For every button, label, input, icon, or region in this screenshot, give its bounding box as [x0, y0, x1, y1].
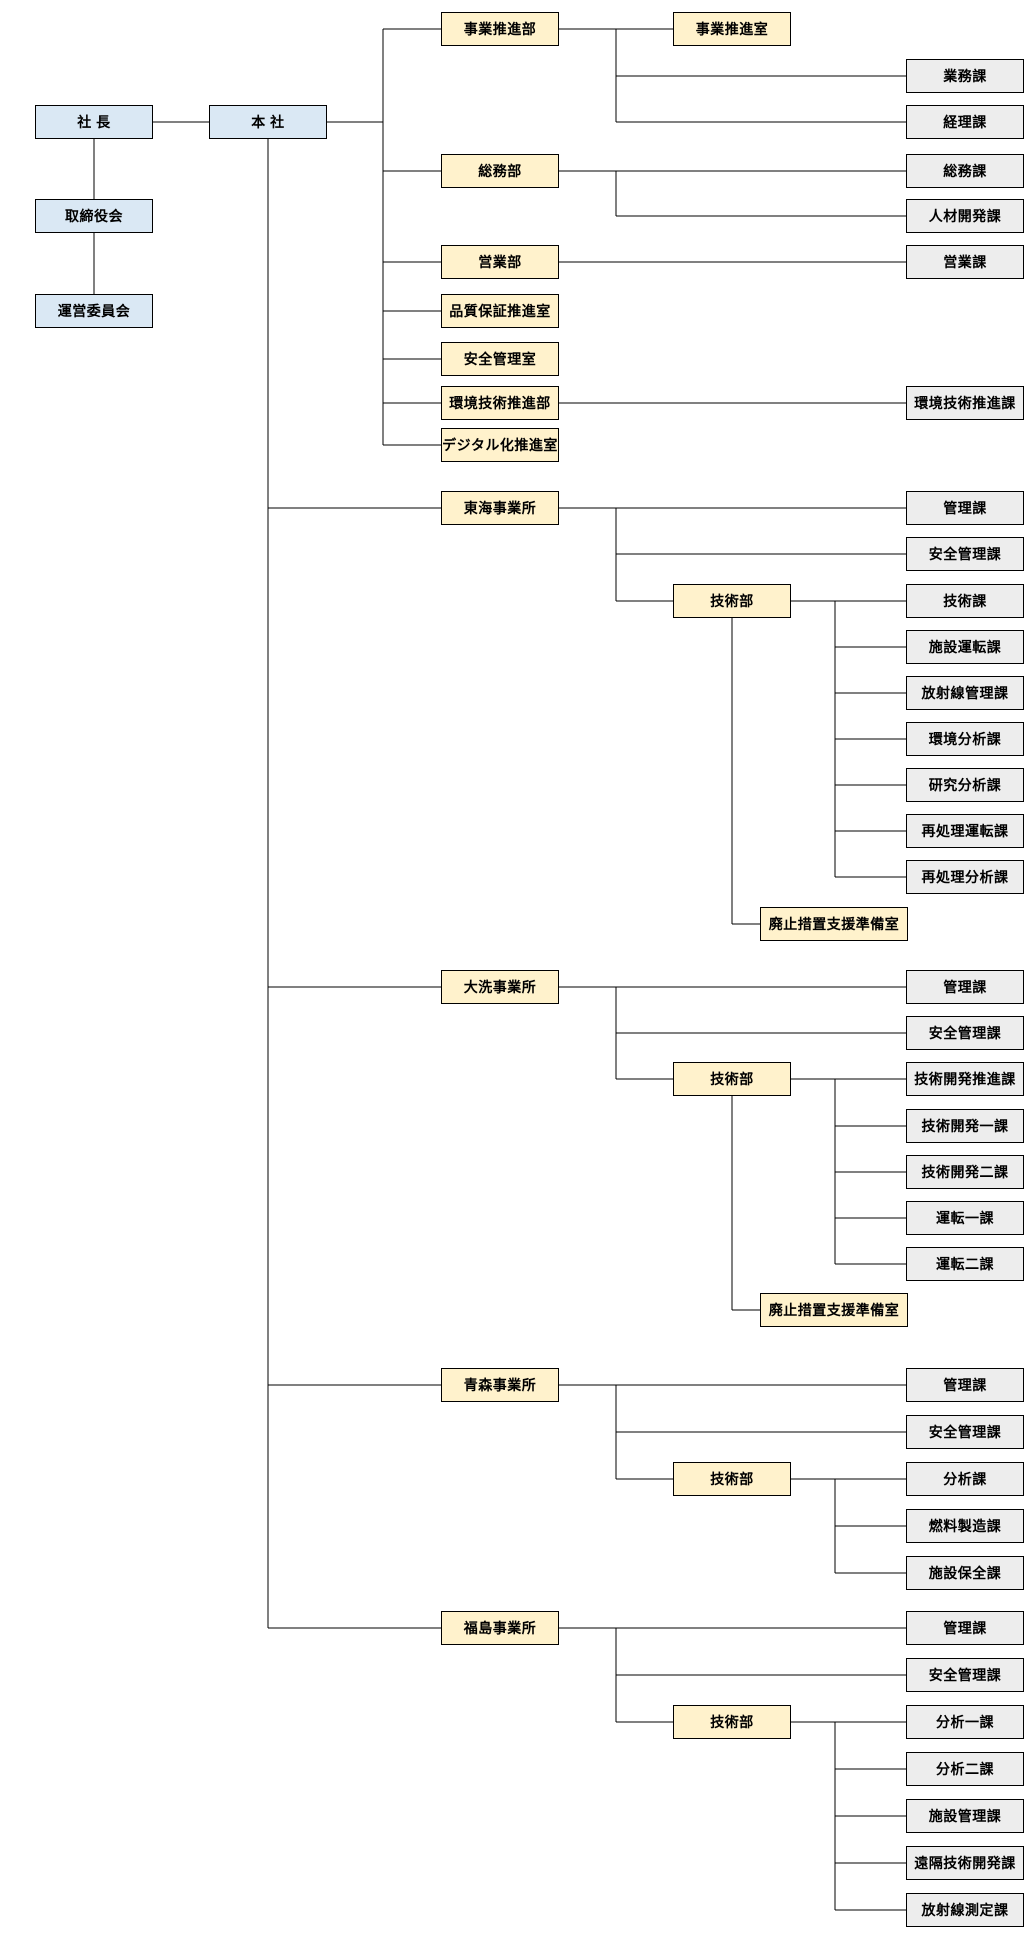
org-node-president: 社 長 [35, 105, 153, 139]
org-node-head-office: 本 社 [209, 105, 327, 139]
org-node-section: 管理課 [906, 970, 1024, 1004]
org-node-section: 分析一課 [906, 1705, 1024, 1739]
org-node-section: 安全管理課 [906, 1658, 1024, 1692]
org-node-section: 環境分析課 [906, 722, 1024, 756]
org-node-section: 運転一課 [906, 1201, 1024, 1235]
org-node-section: 総務課 [906, 154, 1024, 188]
org-node-quality-assurance-office: 品質保証推進室 [441, 294, 559, 328]
org-node-tokai-engineering-dept: 技術部 [673, 584, 791, 618]
org-node-section: 営業課 [906, 245, 1024, 279]
org-node-section: 研究分析課 [906, 768, 1024, 802]
org-node-section: 経理課 [906, 105, 1024, 139]
org-node-section: 技術課 [906, 584, 1024, 618]
org-node-digitalization-office: デジタル化推進室 [441, 428, 559, 462]
org-node-decommissioning-office: 廃止措置支援準備室 [760, 1293, 908, 1327]
org-node-section: 分析二課 [906, 1752, 1024, 1786]
org-node-section: 安全管理課 [906, 1016, 1024, 1050]
org-node-steering-committee: 運営委員会 [35, 294, 153, 328]
org-node-section: 管理課 [906, 491, 1024, 525]
org-node-section: 技術開発推進課 [906, 1062, 1024, 1096]
org-node-sales-dept: 営業部 [441, 245, 559, 279]
org-node-section: 人材開発課 [906, 199, 1024, 233]
org-node-tokai-site: 東海事業所 [441, 491, 559, 525]
org-node-business-promotion-office: 事業推進室 [673, 12, 791, 46]
org-node-fukushima-site: 福島事業所 [441, 1611, 559, 1645]
org-node-general-affairs-dept: 総務部 [441, 154, 559, 188]
connector-path [93, 28, 906, 1911]
org-node-decommissioning-office: 廃止措置支援準備室 [760, 907, 908, 941]
org-node-section: 再処理分析課 [906, 860, 1024, 894]
org-node-oarai-site: 大洗事業所 [441, 970, 559, 1004]
org-node-business-promotion-dept: 事業推進部 [441, 12, 559, 46]
org-node-safety-management-office: 安全管理室 [441, 342, 559, 376]
org-node-section: 再処理運転課 [906, 814, 1024, 848]
org-node-section: 遠隔技術開発課 [906, 1846, 1024, 1880]
org-node-section: 運転二課 [906, 1247, 1024, 1281]
org-node-section: 施設管理課 [906, 1799, 1024, 1833]
org-node-section: 放射線管理課 [906, 676, 1024, 710]
org-node-fukushima-engineering-dept: 技術部 [673, 1705, 791, 1739]
org-node-section: 放射線測定課 [906, 1893, 1024, 1927]
org-node-board-of-directors: 取締役会 [35, 199, 153, 233]
org-node-oarai-engineering-dept: 技術部 [673, 1062, 791, 1096]
org-node-section: 業務課 [906, 59, 1024, 93]
org-node-section: 技術開発二課 [906, 1155, 1024, 1189]
org-node-section: 施設運転課 [906, 630, 1024, 664]
org-node-section: 環境技術推進課 [906, 386, 1024, 420]
org-node-aomori-site: 青森事業所 [441, 1368, 559, 1402]
org-node-section: 施設保全課 [906, 1556, 1024, 1590]
org-node-section: 燃料製造課 [906, 1509, 1024, 1543]
org-node-section: 管理課 [906, 1368, 1024, 1402]
org-node-section: 管理課 [906, 1611, 1024, 1645]
org-node-section: 技術開発一課 [906, 1109, 1024, 1143]
org-node-section: 安全管理課 [906, 1415, 1024, 1449]
org-node-section: 安全管理課 [906, 537, 1024, 571]
org-node-section: 分析課 [906, 1462, 1024, 1496]
org-node-env-tech-promotion-dept: 環境技術推進部 [441, 386, 559, 420]
org-node-aomori-engineering-dept: 技術部 [673, 1462, 791, 1496]
